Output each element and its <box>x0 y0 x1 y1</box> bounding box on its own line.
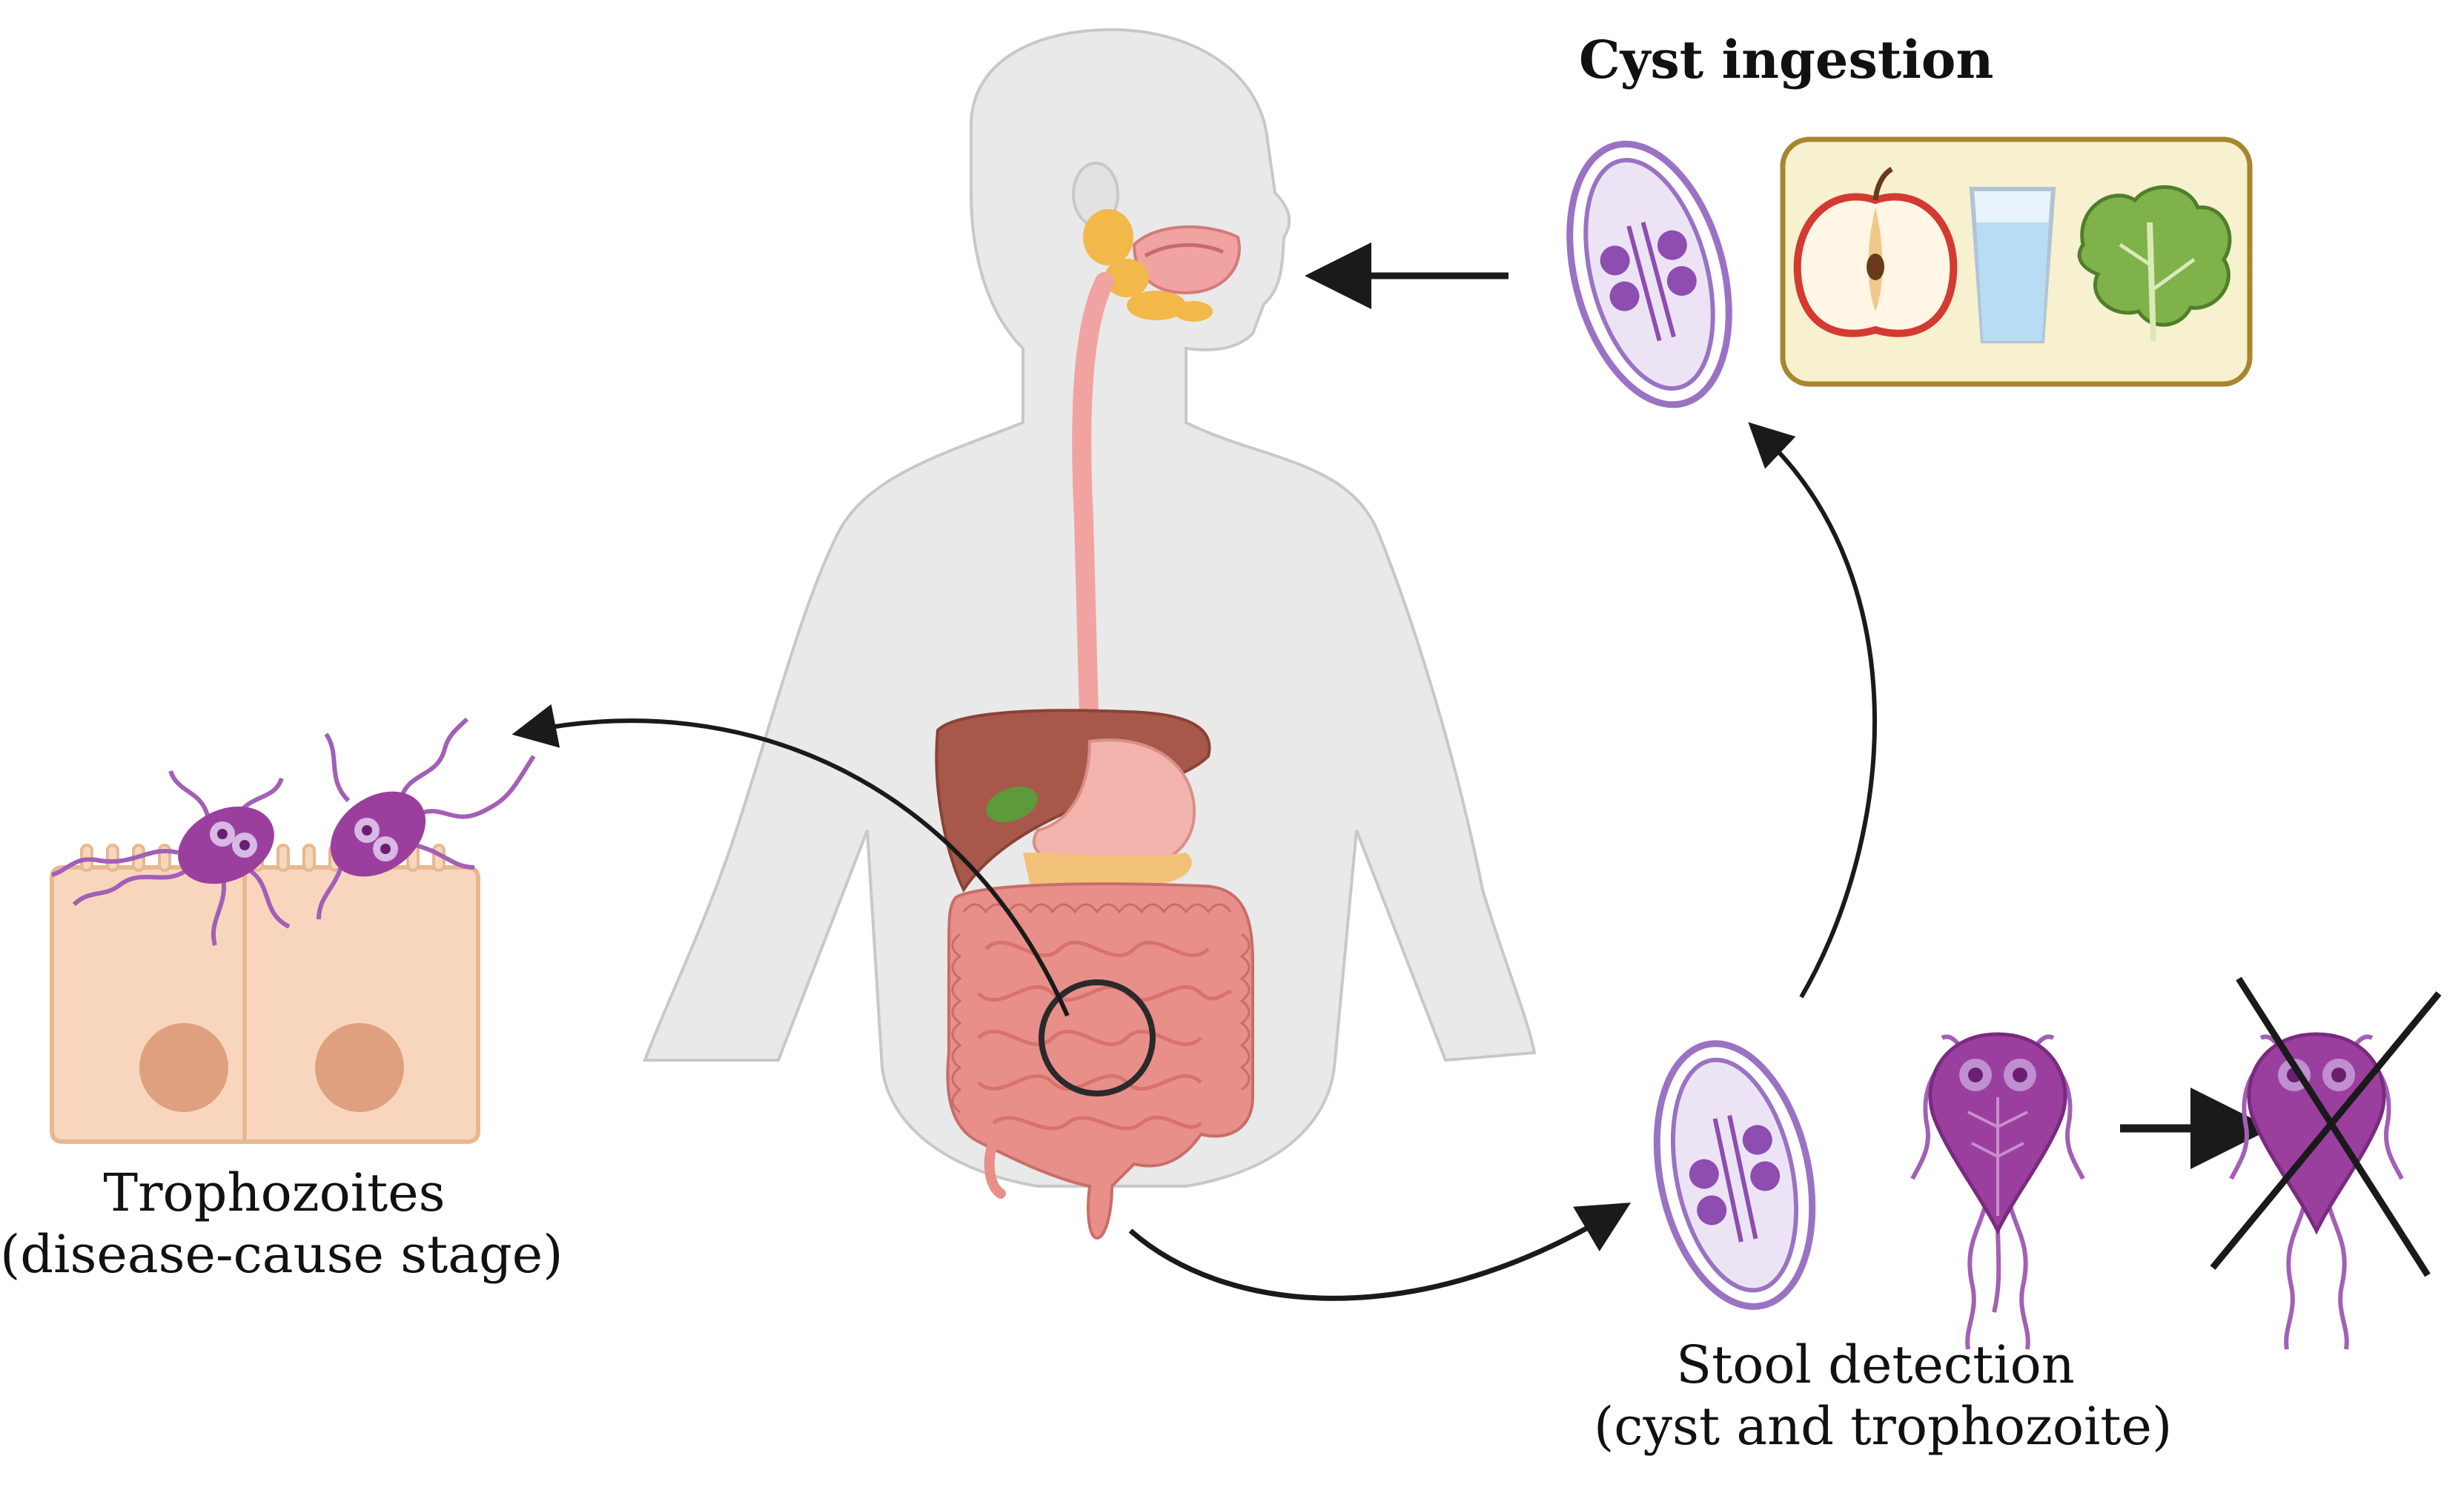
stool-cyst-icon <box>1653 1040 1816 1310</box>
zoom-circle <box>1039 979 1156 1096</box>
arrow-to-cyst <box>1748 422 1877 999</box>
apple-icon <box>1793 166 1958 337</box>
contaminated-food-water <box>1780 136 2253 387</box>
attached-trophozoite-icon <box>317 717 536 920</box>
cyst-icon <box>1566 140 1732 408</box>
oral-cavity <box>1132 225 1241 295</box>
cyst-ingestion-label: Cyst ingestion <box>1579 29 1994 91</box>
arrow-to-stool <box>1128 1202 1632 1301</box>
lettuce-icon <box>2077 185 2232 342</box>
large-intestine <box>946 882 1254 1240</box>
stool-detection-subtitle: (cyst and trophozoite) <box>1594 1395 2173 1457</box>
stool-detection-title: Stool detection <box>1676 1334 2075 1395</box>
cross-mark-icon <box>2210 976 2442 1277</box>
gallbladder <box>986 786 1038 823</box>
trophozoites-label: Trophozoites (disease-cause stage) <box>0 1162 563 1285</box>
arrow-to-trophozoites <box>511 704 1070 1017</box>
attached-trophozoite-icon <box>51 770 291 946</box>
trophozoite-icon <box>1910 1032 2085 1350</box>
esophagus <box>1072 272 1114 751</box>
salivary-glands <box>1083 209 1213 322</box>
trophozoites-title: Trophozoites <box>103 1162 446 1223</box>
cyst-ingestion-text: Cyst ingestion <box>1579 29 1994 90</box>
stool-detection-label: Stool detection (cyst and trophozoite) <box>1594 1334 2173 1457</box>
pancreas <box>1023 853 1192 886</box>
dead-trophozoite-icon <box>2229 1032 2404 1350</box>
trophozoites-subtitle: (disease-cause stage) <box>0 1223 563 1285</box>
appendix <box>984 1137 1006 1199</box>
water-glass-icon <box>1969 187 2056 343</box>
